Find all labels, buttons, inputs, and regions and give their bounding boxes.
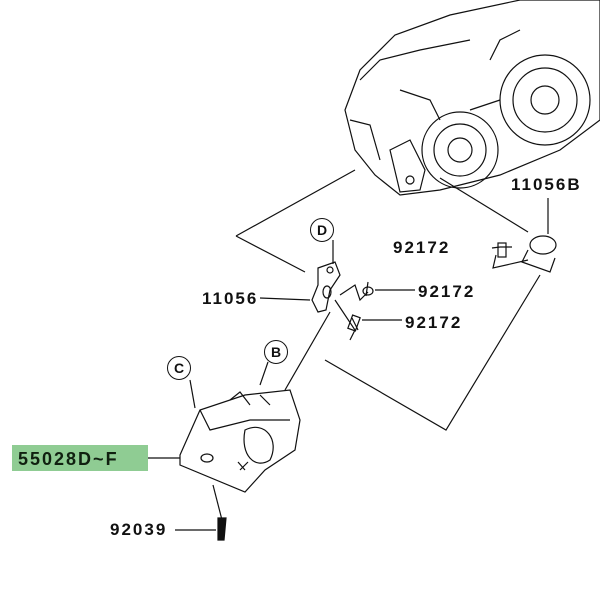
label-11056: 11056 [202,289,259,308]
highlighted-part-label[interactable]: 55028D~F [12,445,148,471]
label-11056b: 11056B [511,175,582,194]
callout-c: C [167,356,191,380]
label-55028: 55028D~F [18,449,119,469]
headlight-assembly [344,0,600,196]
label-92172-b: 92172 [418,282,476,301]
label-92172-c: 92172 [405,313,463,332]
cover-part [179,389,301,493]
callout-d: D [310,218,334,242]
callout-b: B [264,340,288,364]
label-92039: 92039 [110,520,168,539]
label-92172-a: 92172 [393,238,451,257]
